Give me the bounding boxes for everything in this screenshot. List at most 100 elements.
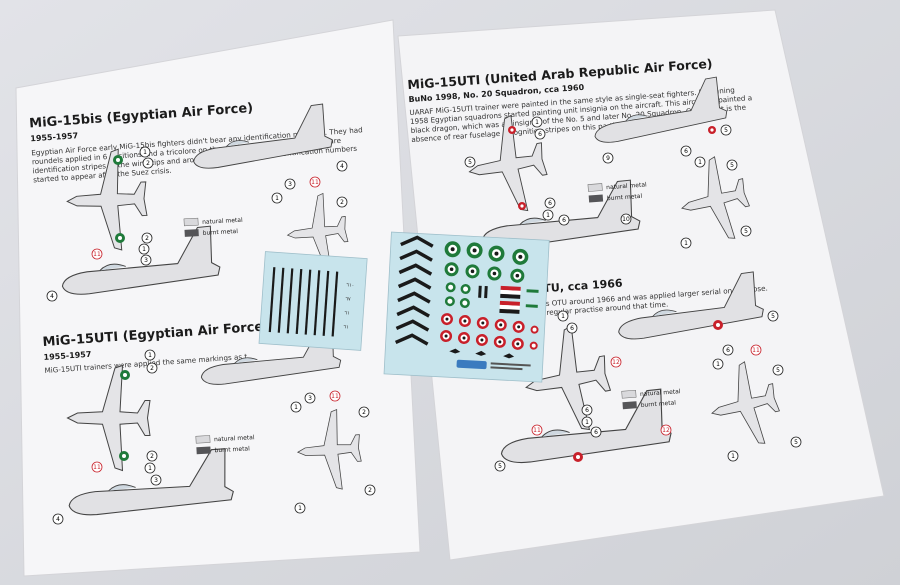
callout-badge: 1 [557,310,569,322]
legend-natural-metal: natural metal [202,217,243,226]
svg-text:11: 11 [533,427,541,434]
svg-text:3: 3 [308,395,312,402]
callout-badge: 2 [141,232,153,244]
callout-badge: 6 [566,322,578,334]
decal-sheet-stripes: ٦١٠ ٦٧ ٦١ ٦١ [258,251,368,351]
callout-badge: 12 [660,424,672,436]
left-instruction-sheet: MiG-15bis (Egyptian Air Force) 1955-1957… [15,19,421,577]
legend-burnt-metal: burnt metal [203,228,239,237]
svg-text:11: 11 [93,464,101,471]
svg-text:11: 11 [752,347,760,354]
svg-text:6: 6 [594,429,598,436]
right-legend-natural-metal: natural metal [606,181,647,191]
burnt-metal-swatch [196,446,211,455]
svg-text:2: 2 [145,235,149,242]
callout-badge: 1 [290,401,302,413]
svg-text:1: 1 [148,352,152,359]
callout-badge: 2 [146,450,158,462]
callout-badge: 6 [544,197,556,209]
svg-text:٦١٠: ٦١٠ [346,282,354,289]
svg-text:1: 1 [294,404,298,411]
callout-badge: 5 [726,159,738,171]
callout-badge: 3 [284,178,296,190]
svg-text:5: 5 [724,127,728,134]
legend-burnt-metal-2: burnt metal [214,445,250,454]
callout-badge: 6 [581,404,593,416]
svg-text:٦١: ٦١ [343,324,349,330]
callout-badge: 11 [329,390,341,402]
callout-badge: 1 [727,450,739,462]
roundel-markings [113,155,130,461]
decal-unit-insignia [449,348,515,359]
svg-text:6: 6 [726,347,730,354]
decal-red-roundels [440,313,539,350]
svg-text:٦٧: ٦٧ [345,296,351,302]
svg-text:1: 1 [275,195,279,202]
svg-text:9: 9 [606,155,610,162]
svg-text:1: 1 [585,419,589,426]
svg-text:1: 1 [535,119,539,126]
callout-badge: 1 [271,192,283,204]
callout-badge: 2 [336,196,348,208]
natural-metal-swatch [183,217,199,227]
callout-badge: 10 [620,213,632,225]
callout-badge: 11 [91,461,103,473]
svg-text:12: 12 [662,427,670,434]
svg-text:10: 10 [622,216,630,223]
callout-badge: 5 [494,460,506,472]
svg-text:2: 2 [150,453,154,460]
callout-badge: 2 [146,362,158,374]
callout-badge: 2 [364,484,376,496]
svg-text:5: 5 [730,162,734,169]
callout-badge: 9 [602,152,614,164]
decal-manufacturer-logo [456,359,531,371]
svg-text:1: 1 [684,240,688,247]
svg-text:5: 5 [794,439,798,446]
svg-text:1: 1 [298,505,302,512]
svg-text:12: 12 [612,359,620,366]
callout-badge: 1 [139,146,151,158]
svg-text:6: 6 [562,217,566,224]
svg-text:1: 1 [716,361,720,368]
svg-text:5: 5 [776,367,780,374]
svg-text:1: 1 [142,246,146,253]
svg-text:2: 2 [146,160,150,167]
svg-text:5: 5 [498,463,502,470]
svg-text:٦١: ٦١ [344,310,350,316]
svg-text:6: 6 [538,131,542,138]
callout-badge: 2 [142,157,154,169]
svg-text:4: 4 [340,163,344,170]
callout-badge: 5 [772,364,784,376]
svg-text:6: 6 [570,325,574,332]
natural-metal-swatch [195,435,211,444]
callout-badge: 3 [150,474,162,486]
callout-badge: 4 [336,160,348,172]
callout-badge: 6 [558,214,570,226]
decal-sheet-roundels [383,231,550,383]
svg-text:5: 5 [744,228,748,235]
callout-badge: 5 [767,310,779,322]
svg-text:2: 2 [150,365,154,372]
callout-badge: 6 [590,426,602,438]
svg-text:1: 1 [143,149,147,156]
burnt-metal-swatch [588,194,604,203]
svg-text:6: 6 [684,148,688,155]
svg-text:1: 1 [148,465,152,472]
callout-badge: 1 [581,416,593,428]
callout-badge: 1 [144,462,156,474]
callout-badge: 1 [694,156,706,168]
svg-text:6: 6 [548,200,552,207]
callout-badge: 1 [680,237,692,249]
callout-badge: 1 [542,209,554,221]
callout-badge: 6 [680,145,692,157]
legend-natural-metal-2: natural metal [214,434,255,443]
callout-badge: 12 [610,356,622,368]
svg-text:11: 11 [311,179,319,186]
svg-text:2: 2 [362,409,366,416]
callout-badge: 11 [309,176,321,188]
callout-badge: 5 [790,436,802,448]
right-section2-title: OTU, cca 1966 [534,277,624,296]
callout-badge: 1 [531,116,543,128]
callout-badge: 4 [46,290,58,302]
right-legend-burnt-metal-2: burnt metal [640,399,676,408]
